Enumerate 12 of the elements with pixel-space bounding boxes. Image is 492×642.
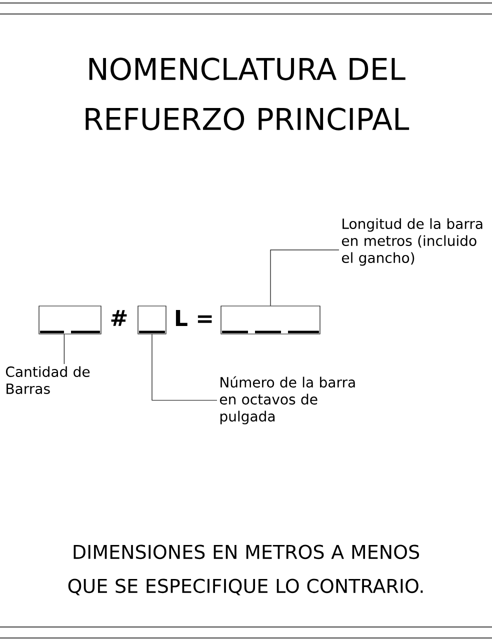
symbol: L = bbox=[176, 310, 212, 326]
blank-field bbox=[38, 306, 102, 334]
leader-text: Cantidad de Barras bbox=[6, 366, 90, 394]
note: DIMENSIONES EN METROS A MENOS QUE SE ESPECIFIQUE LO CONTRARIO. bbox=[68, 544, 423, 596]
blank-field bbox=[220, 306, 320, 334]
title: NOMENCLATURA DEL REFUERZO PRINCIPAL bbox=[86, 58, 410, 130]
leader-line bbox=[270, 250, 340, 306]
symbol: # bbox=[111, 310, 127, 326]
blank-field bbox=[138, 306, 166, 334]
leader-line bbox=[152, 334, 218, 401]
leader-text: Número de la barra en octavos de pulgada bbox=[220, 376, 355, 424]
leader-text: Longitud de la barra en metros (incluido el gancho) bbox=[342, 218, 482, 266]
